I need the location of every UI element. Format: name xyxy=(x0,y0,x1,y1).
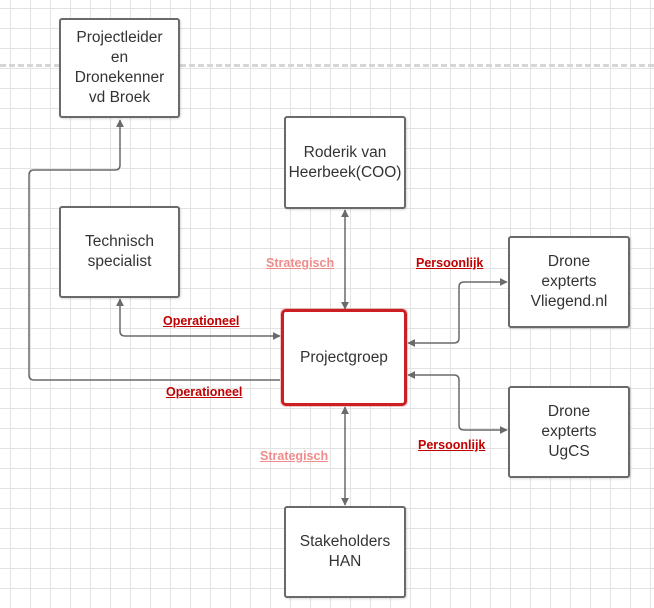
label-strategisch-bottom: Strategisch xyxy=(260,449,329,463)
node-projectgroep: Projectgroep xyxy=(281,309,407,406)
edge-projectgroep-vliegend xyxy=(407,278,508,347)
node-vliegend-text: Drone expterts Vliegend.nl xyxy=(530,253,608,310)
dashed-page-break xyxy=(0,64,654,67)
node-projectleider-text: Projectleider en Dronekenner vd Broek xyxy=(74,29,165,106)
node-ugcs: Drone expterts UgCS xyxy=(508,386,630,478)
node-vliegend: Drone expterts Vliegend.nl xyxy=(508,236,630,328)
node-stakeholders: Stakeholders HAN xyxy=(284,506,406,598)
label-strategisch-top: Strategisch xyxy=(266,256,335,270)
node-projectgroep-text: Projectgroep xyxy=(300,348,388,366)
node-roderik: Roderik van Heerbeek(COO) xyxy=(284,116,406,209)
edge-technisch-projectgroep xyxy=(116,298,281,340)
edge-projectgroep-projectleider xyxy=(28,119,280,381)
label-persoonlijk-top: Persoonlijk xyxy=(416,256,484,270)
label-persoonlijk-bottom: Persoonlijk xyxy=(418,438,486,452)
node-stakeholders-text: Stakeholders HAN xyxy=(299,533,391,570)
label-operationeel-top: Operationeel xyxy=(163,314,240,328)
edge-projectgroep-ugcs xyxy=(407,371,508,434)
node-technisch-specialist: Technisch specialist xyxy=(59,206,180,298)
node-ugcs-text: Drone expterts UgCS xyxy=(541,403,597,460)
node-technisch-text: Technisch specialist xyxy=(85,233,154,270)
label-operationeel-bottom: Operationeel xyxy=(166,385,243,399)
node-projectleider: Projectleider en Dronekenner vd Broek xyxy=(59,18,180,118)
node-roderik-text: Roderik van Heerbeek(COO) xyxy=(288,143,402,181)
